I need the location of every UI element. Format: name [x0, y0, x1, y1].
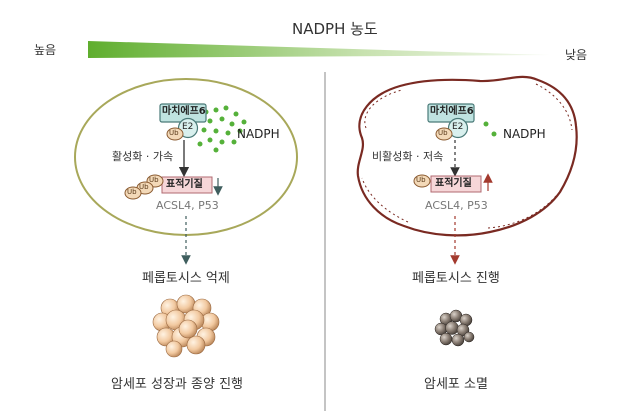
nadph-gradient-wedge	[88, 41, 550, 58]
gradient-high-label: 높음	[34, 43, 57, 57]
right-ub-single-label: Ub	[416, 176, 426, 184]
right-nadph-label: NADPH	[503, 127, 546, 141]
dead-cell-cluster-icon	[434, 309, 475, 347]
right-e2-circle	[447, 117, 469, 139]
right-target-label: 표적기질	[435, 178, 472, 189]
left-ub-chain-label-3: Ub	[127, 188, 137, 196]
left-ub-chain-label-1: Ub	[149, 176, 159, 184]
tumor-cluster-icon	[152, 294, 220, 358]
right-ub-oval	[435, 127, 453, 141]
left-target-box	[161, 176, 213, 194]
left-ub-chain-label-2: Ub	[139, 183, 149, 191]
right-target-box	[430, 175, 482, 193]
gradient-title: NADPH 농도	[292, 20, 378, 38]
right-substrates-label: ACSL4, P53	[425, 199, 488, 212]
left-ub-oval	[166, 127, 184, 141]
gradient-low-label: 낮음	[565, 48, 588, 62]
left-outcome-label: 페롭토시스 억제	[142, 271, 230, 286]
right-process-label: 비활성화 · 저속	[372, 150, 444, 163]
left-ub-chain-3	[124, 186, 142, 200]
right-ub-single	[413, 174, 431, 188]
left-substrates-label: ACSL4, P53	[156, 199, 219, 212]
right-result-label: 암세포 소멸	[424, 377, 488, 392]
left-ub-label: Ub	[169, 129, 179, 137]
right-e2-label: E2	[452, 122, 464, 132]
left-nadph-dots	[197, 105, 247, 153]
left-e2-label: E2	[182, 122, 194, 132]
right-outcome-label: 페롭토시스 진행	[412, 271, 500, 286]
left-nadph-label: NADPH	[237, 127, 280, 141]
left-process-label: 활성화 · 가속	[112, 150, 174, 163]
left-marchf6-label: 마치에프6	[162, 106, 206, 117]
right-marchf6-label: 마치에프6	[430, 106, 474, 117]
right-membrane-rough-edge	[361, 83, 573, 229]
left-target-label: 표적기질	[166, 179, 203, 190]
right-damaged-membrane	[356, 75, 578, 237]
left-result-label: 암세포 성장과 종양 진행	[111, 377, 243, 392]
right-ub-label: Ub	[438, 129, 448, 137]
right-nadph-dots	[483, 121, 497, 137]
